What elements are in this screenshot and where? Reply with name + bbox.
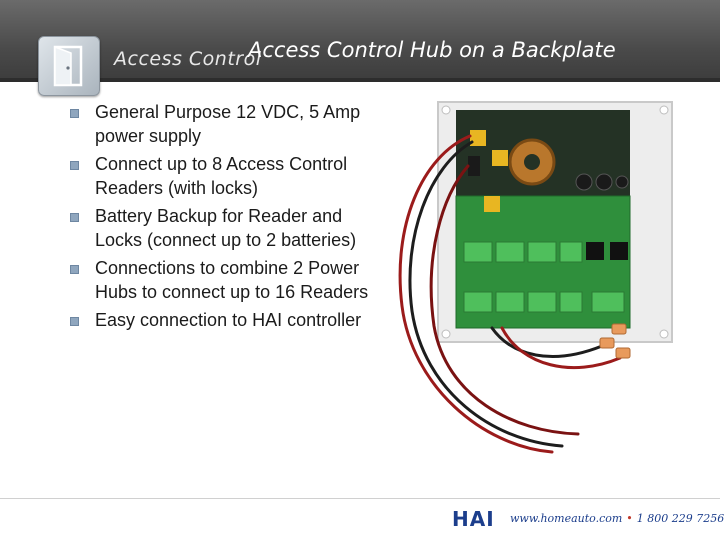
bullet-icon bbox=[70, 317, 79, 326]
door-icon bbox=[53, 45, 83, 87]
section-title: Access Control bbox=[114, 48, 262, 70]
access-control-hub-photo bbox=[398, 101, 673, 454]
footer-rule bbox=[0, 498, 720, 499]
slide-title: Access Control Hub on a Backplate bbox=[248, 38, 616, 62]
phone-text: 1 800 229 7256 bbox=[636, 512, 724, 525]
feature-list: General Purpose 12 VDC, 5 Amp power supp… bbox=[70, 100, 370, 336]
footer-contact: www.homeauto.com•1 800 229 7256 bbox=[510, 512, 724, 525]
header-strip bbox=[0, 78, 720, 82]
bullet-icon bbox=[70, 213, 79, 222]
list-item: Connections to combine 2 Power Hubs to c… bbox=[70, 256, 370, 304]
website-text: www.homeauto.com bbox=[510, 512, 623, 525]
slide-header bbox=[0, 0, 720, 82]
list-item: General Purpose 12 VDC, 5 Amp power supp… bbox=[70, 100, 370, 148]
list-item: Connect up to 8 Access Control Readers (… bbox=[70, 152, 370, 200]
list-item: Battery Backup for Reader and Locks (con… bbox=[70, 204, 370, 252]
bullet-icon bbox=[70, 265, 79, 274]
list-item: Easy connection to HAI controller bbox=[70, 308, 370, 332]
hai-logo: HAI bbox=[452, 507, 495, 531]
separator-dot: • bbox=[626, 512, 633, 525]
bullet-icon bbox=[70, 109, 79, 118]
bullet-icon bbox=[70, 161, 79, 170]
door-logo bbox=[38, 36, 100, 96]
